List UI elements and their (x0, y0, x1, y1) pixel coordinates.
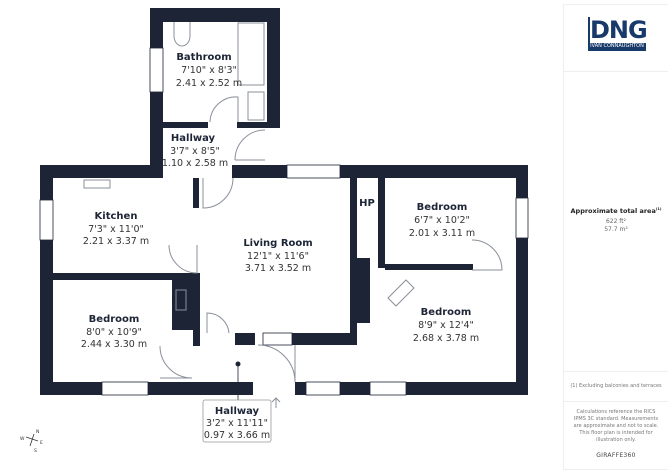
compass-s: S (34, 448, 37, 454)
room-dim-imperial: 3'7" x 8'5" (170, 146, 220, 157)
room-dim-imperial: 7'10" x 8'3" (181, 65, 237, 76)
room-dim-imperial: 6'7" x 10'2" (414, 215, 470, 226)
room-name: Bathroom (176, 52, 231, 63)
room-dim-metric: 0.97 x 3.66 m (204, 430, 270, 441)
room-dim-metric: 2.68 x 3.78 m (413, 333, 479, 344)
room-name: Bedroom (421, 307, 472, 318)
disclaimer-section: Calculations reference the RICS IPMS 3C … (564, 409, 668, 459)
info-panel: DNG IVAN CONNAUGHTON Approximate total a… (563, 4, 668, 470)
area-section: Approximate total area(1) 622 ft² 57.7 m… (564, 71, 668, 372)
room-name: Hallway (215, 406, 260, 417)
room-dim-metric: 2.44 x 3.30 m (81, 339, 147, 350)
area-title: Approximate total area(1) (564, 207, 668, 215)
disclaimer: Calculations reference the RICS IPMS 3C … (573, 409, 659, 443)
dng-logo: DNG IVAN CONNAUGHTON (588, 16, 648, 51)
room-dim-metric: 2.21 x 3.37 m (83, 236, 149, 247)
room-name: HP (359, 198, 375, 209)
area-m: 57.7 m² (604, 226, 628, 234)
compass-n: N (36, 429, 39, 435)
room-name: Kitchen (95, 211, 138, 222)
room-name: Living Room (243, 238, 312, 249)
room-label-bedroom-left: Bedroom 8'0" x 10'9" 2.44 x 3.30 m (81, 314, 147, 350)
room-label-hallway-bottom: Hallway 3'2" x 11'11" 0.97 x 3.66 m (204, 406, 270, 441)
room-label-living-room: Living Room 12'1" x 11'6" 3.71 x 3.52 m (243, 238, 312, 274)
footnote-section: (1) Excluding balconies and terraces (564, 371, 668, 402)
room-label-hp: HP (359, 198, 375, 209)
logo-section: DNG IVAN CONNAUGHTON (564, 5, 668, 72)
room-dim-metric: 2.01 x 3.11 m (409, 228, 475, 239)
compass-icon: N E S W (20, 429, 43, 454)
compass-w: W (20, 436, 25, 442)
area-ft: 622 ft² (605, 218, 627, 226)
room-name: Bedroom (417, 202, 468, 213)
logo-sub: IVAN CONNAUGHTON (588, 43, 646, 51)
windows (39, 47, 529, 396)
logo-main: DNG (588, 16, 648, 44)
room-dim-metric: 3.71 x 3.52 m (245, 263, 311, 274)
giraffe360-brand: GIRAFFE360 (596, 452, 636, 459)
compass-e: E (40, 440, 43, 446)
footnote: (1) Excluding balconies and terraces (570, 383, 662, 389)
room-label-bathroom: Bathroom 7'10" x 8'3" 2.41 x 2.52 m (176, 52, 242, 89)
room-dim-metric: 1.10 x 2.58 m (162, 158, 228, 169)
room-dim-imperial: 3'2" x 11'11" (206, 418, 268, 429)
room-label-bedroom-bottom-right: Bedroom 8'9" x 12'4" 2.68 x 3.78 m (413, 307, 479, 344)
room-dim-imperial: 7'3" x 11'0" (88, 224, 144, 235)
room-dim-metric: 2.41 x 2.52 m (176, 78, 242, 89)
room-label-bedroom-top-right: Bedroom 6'7" x 10'2" 2.01 x 3.11 m (409, 202, 475, 239)
room-dim-imperial: 12'1" x 11'6" (247, 251, 309, 262)
room-dim-imperial: 8'0" x 10'9" (86, 327, 142, 338)
area-note-mark: (1) (655, 207, 662, 211)
room-name: Hallway (171, 133, 216, 144)
area-title-text: Approximate total area (570, 207, 656, 216)
room-label-kitchen: Kitchen 7'3" x 11'0" 2.21 x 3.37 m (83, 211, 149, 247)
fixtures (83, 22, 503, 443)
room-label-hallway-top: Hallway 3'7" x 8'5" 1.10 x 2.58 m (162, 133, 228, 169)
floor-plan: Bathroom 7'10" x 8'3" 2.41 x 2.52 m Hall… (20, 8, 529, 454)
room-name: Bedroom (89, 314, 140, 325)
room-dim-imperial: 8'9" x 12'4" (418, 320, 474, 331)
